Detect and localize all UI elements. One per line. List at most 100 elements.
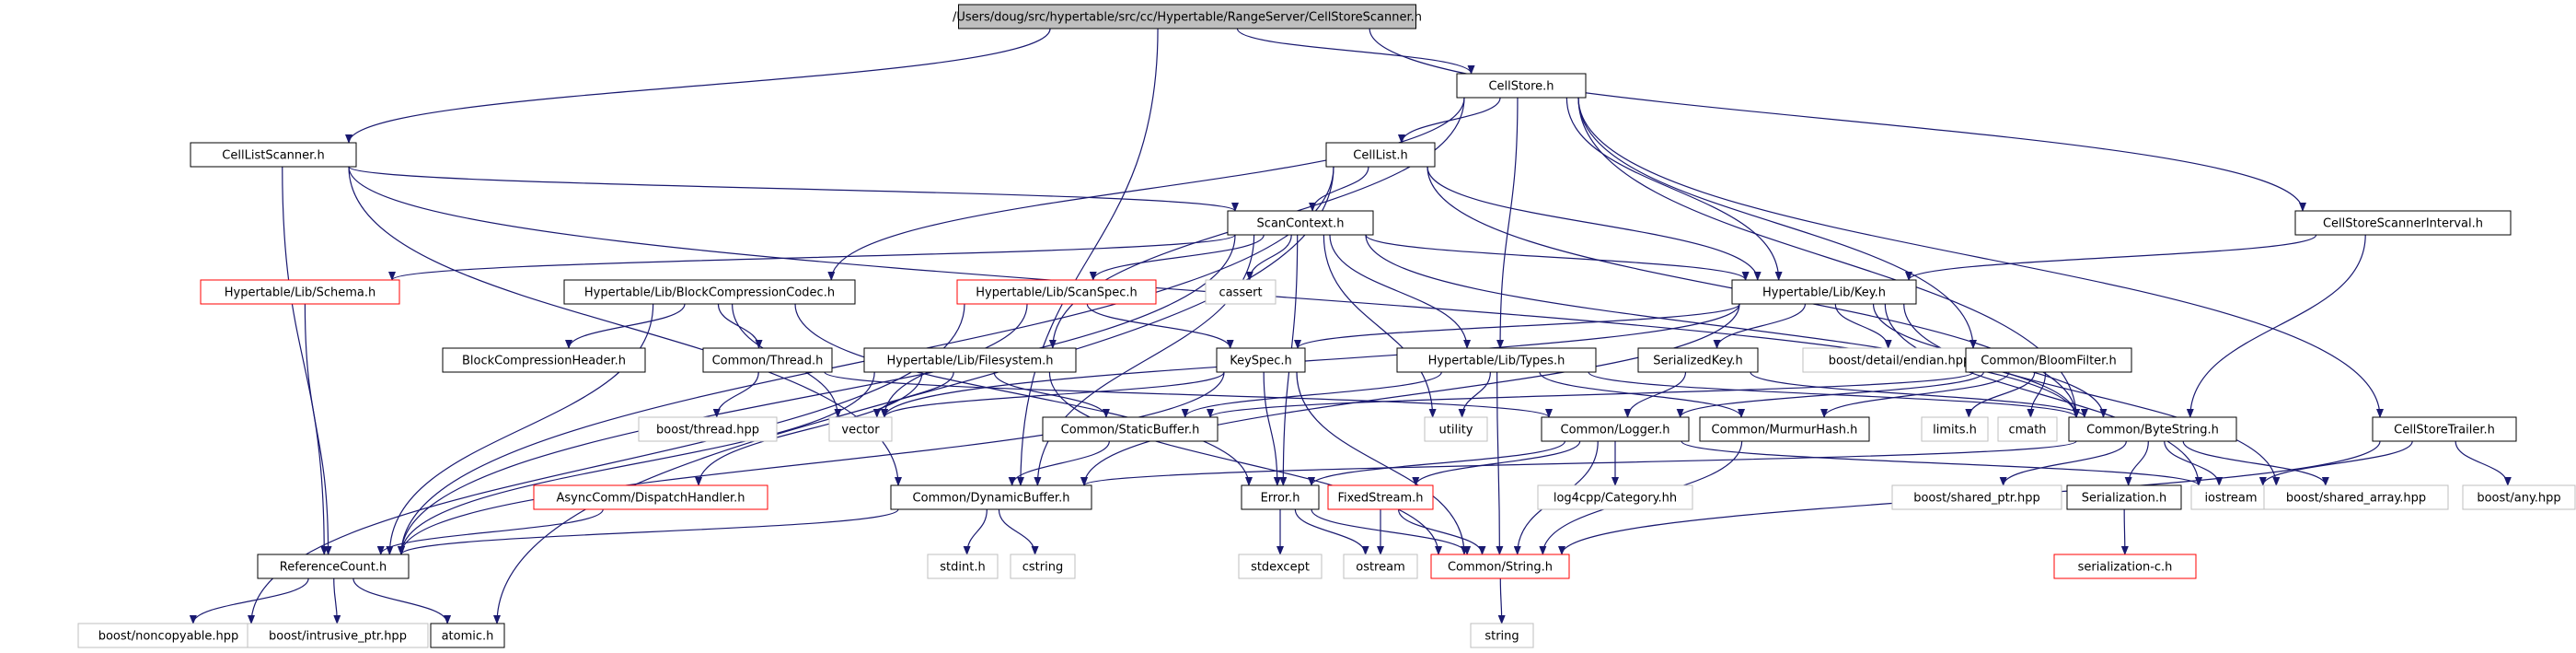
node-box-cstring xyxy=(1010,554,1076,579)
node-label-serialization: Serialization.h xyxy=(2082,492,2166,506)
node-label-cellstoretrailer: CellStoreTrailer.h xyxy=(2394,424,2495,437)
node-error[interactable]: Error.h xyxy=(1241,484,1320,510)
edge-scancontext-to-cassert xyxy=(1245,234,1292,281)
node-bloomfilter[interactable]: Common/BloomFilter.h xyxy=(1965,347,2132,373)
node-logger[interactable]: Common/Logger.h xyxy=(1541,416,1690,442)
edge-key-to-vector xyxy=(881,303,1740,418)
node-iostream[interactable]: iostream xyxy=(2190,484,2271,510)
node-boostany[interactable]: boost/any.hpp xyxy=(2462,484,2576,510)
edge-types-to-staticbuffer xyxy=(1181,371,1442,418)
edge-bloomfilter-to-murmur xyxy=(1820,371,2010,418)
node-box-limits xyxy=(1921,416,1989,442)
node-label-string: string xyxy=(1484,630,1519,644)
node-box-stdint xyxy=(927,554,999,579)
node-serialization[interactable]: Serialization.h xyxy=(2066,484,2182,510)
node-box-celllistscanner xyxy=(190,142,357,168)
node-box-ostream xyxy=(1343,554,1418,579)
node-box-blockcodec xyxy=(563,279,856,305)
node-celllist[interactable]: CellList.h xyxy=(1325,142,1436,168)
node-label-thread: Common/Thread.h xyxy=(712,355,824,368)
edge-key-to-sharedarray xyxy=(1903,303,2281,486)
node-blockcodec[interactable]: Hypertable/Lib/BlockCompressionCodec.h xyxy=(563,279,856,305)
node-log4cpp[interactable]: log4cpp/Category.hh xyxy=(1537,484,1693,510)
node-utility[interactable]: utility xyxy=(1424,416,1488,442)
node-key[interactable]: Hypertable/Lib/Key.h xyxy=(1731,279,1917,305)
node-box-dispatchhandler xyxy=(533,484,768,510)
node-noncopyable[interactable]: boost/noncopyable.hpp xyxy=(77,623,260,648)
edge-root-to-cellstore xyxy=(1236,28,1475,75)
node-label-scancontext: ScanContext.h xyxy=(1257,217,1345,231)
node-label-refcount: ReferenceCount.h xyxy=(280,561,387,575)
node-box-endian xyxy=(1802,347,1997,373)
node-keyspec[interactable]: KeySpec.h xyxy=(1216,347,1306,373)
node-refcount[interactable]: ReferenceCount.h xyxy=(257,554,410,579)
edge-cellstore-to-key xyxy=(1565,97,1783,281)
node-label-celllistscanner: CellListScanner.h xyxy=(222,149,324,163)
edge-error-to-commonstring xyxy=(1311,508,1472,555)
node-cmath[interactable]: cmath xyxy=(1997,416,2058,442)
edge-key-to-endian xyxy=(1834,303,1892,349)
node-label-types: Hypertable/Lib/Types.h xyxy=(1428,355,1565,368)
node-dispatchhandler[interactable]: AsyncComm/DispatchHandler.h xyxy=(533,484,768,510)
edges-layer xyxy=(189,28,2512,624)
node-vector[interactable]: vector xyxy=(828,416,893,442)
node-dynamicbuffer[interactable]: Common/DynamicBuffer.h xyxy=(890,484,1092,510)
edge-scancontext-to-refcount xyxy=(398,234,1236,555)
node-thread[interactable]: Common/Thread.h xyxy=(702,347,833,373)
node-serializedkey[interactable]: SerializedKey.h xyxy=(1637,347,1759,373)
node-label-commonstring: Common/String.h xyxy=(1448,561,1553,575)
node-filesystem[interactable]: Hypertable/Lib/Filesystem.h xyxy=(863,347,1077,373)
node-box-celllist xyxy=(1325,142,1436,168)
node-schema[interactable]: Hypertable/Lib/Schema.h xyxy=(200,279,400,305)
node-ostream[interactable]: ostream xyxy=(1343,554,1418,579)
edge-blockcodec-to-refcount xyxy=(386,303,654,555)
node-atomic[interactable]: atomic.h xyxy=(430,623,505,648)
node-label-boostany: boost/any.hpp xyxy=(2477,492,2560,506)
node-blockheader[interactable]: BlockCompressionHeader.h xyxy=(442,347,646,373)
node-celllistscanner[interactable]: CellListScanner.h xyxy=(190,142,357,168)
node-endian[interactable]: boost/detail/endian.hpp xyxy=(1802,347,1997,373)
edge-serialization-to-serializationc xyxy=(2120,508,2129,555)
edge-fixedstream-to-commonstring xyxy=(1397,508,1486,555)
node-stdint[interactable]: stdint.h xyxy=(927,554,999,579)
node-cellstorescannerinterval[interactable]: CellStoreScannerInterval.h xyxy=(2294,210,2512,236)
edge-keyspec-to-error xyxy=(1263,371,1281,486)
node-box-boostany xyxy=(2462,484,2576,510)
node-label-cassert: cassert xyxy=(1219,286,1262,300)
node-limits[interactable]: limits.h xyxy=(1921,416,1989,442)
node-sharedptr[interactable]: boost/shared_ptr.hpp xyxy=(1891,484,2062,510)
node-intrusive[interactable]: boost/intrusive_ptr.hpp xyxy=(247,623,429,648)
node-label-ostream: ostream xyxy=(1356,561,1405,575)
edge-scancontext-to-bytestring xyxy=(1365,234,2080,418)
edge-cellstore-to-cellstoretrailer xyxy=(1577,97,2384,418)
node-label-cmath: cmath xyxy=(2008,424,2046,437)
node-box-cellstoretrailer xyxy=(2372,416,2517,442)
node-serializationc[interactable]: serialization-c.h xyxy=(2053,554,2197,579)
edge-error-to-ostream xyxy=(1294,508,1369,555)
edge-root-to-celllistscanner xyxy=(345,28,1051,144)
node-stdexcept[interactable]: stdexcept xyxy=(1238,554,1323,579)
node-label-dynamicbuffer: Common/DynamicBuffer.h xyxy=(913,492,1070,506)
edge-dynamicbuffer-to-cstring xyxy=(998,508,1039,555)
node-bytestring[interactable]: Common/ByteString.h xyxy=(2068,416,2237,442)
node-cassert[interactable]: cassert xyxy=(1205,279,1276,305)
node-string[interactable]: string xyxy=(1470,623,1534,648)
node-commonstring[interactable]: Common/String.h xyxy=(1430,554,1570,579)
node-cellstore[interactable]: CellStore.h xyxy=(1456,73,1587,99)
node-fixedstream[interactable]: FixedStream.h xyxy=(1327,484,1434,510)
node-label-murmur: Common/MurmurHash.h xyxy=(1712,424,1858,437)
node-scancontext[interactable]: ScanContext.h xyxy=(1227,210,1374,236)
node-box-serializationc xyxy=(2053,554,2197,579)
node-staticbuffer[interactable]: Common/StaticBuffer.h xyxy=(1042,416,1219,442)
node-box-murmur xyxy=(1699,416,1870,442)
node-boostthread[interactable]: boost/thread.hpp xyxy=(638,416,778,442)
node-box-bloomfilter xyxy=(1965,347,2132,373)
node-cstring[interactable]: cstring xyxy=(1010,554,1076,579)
node-types[interactable]: Hypertable/Lib/Types.h xyxy=(1396,347,1597,373)
node-murmur[interactable]: Common/MurmurHash.h xyxy=(1699,416,1870,442)
node-scanspec[interactable]: Hypertable/Lib/ScanSpec.h xyxy=(956,279,1157,305)
node-box-utility xyxy=(1424,416,1488,442)
node-sharedarray[interactable]: boost/shared_array.hpp xyxy=(2263,484,2449,510)
node-cellstoretrailer[interactable]: CellStoreTrailer.h xyxy=(2372,416,2517,442)
edge-bloomfilter-to-logger xyxy=(1676,371,1984,418)
